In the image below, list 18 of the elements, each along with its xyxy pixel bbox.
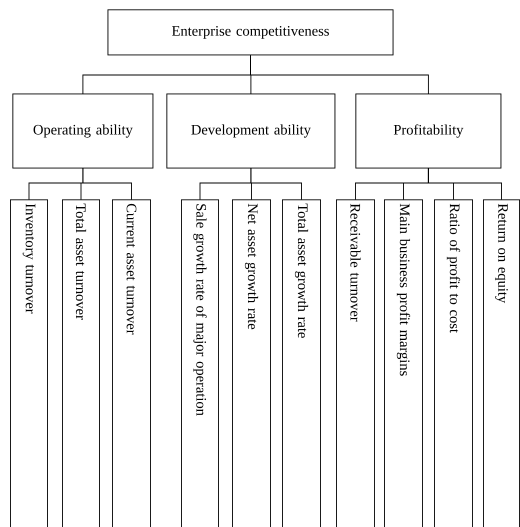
indicator-box: Receivable turnover — [336, 199, 375, 527]
indicator-box: Total asset turnover — [62, 199, 100, 527]
connector-line — [250, 54, 429, 94]
goal-box: Enterprise competitiveness — [108, 9, 394, 56]
indicator-box: Return on equity — [483, 199, 520, 527]
indicator-box: Sale growth rate of major operation — [181, 199, 219, 527]
connector-line — [428, 168, 502, 200]
indicator-box: Total asset growth rate — [282, 199, 321, 527]
category-box: Operating ability — [12, 94, 154, 168]
category-box: Profitability — [355, 94, 502, 168]
indicator-box: Ratio of profit to cost — [434, 199, 473, 527]
indicator-box: Current asset turnover — [112, 199, 151, 527]
indicator-box: Inventory turnover — [10, 199, 48, 527]
category-box: Development ability — [166, 94, 336, 168]
connector-line — [250, 168, 302, 200]
indicator-box: Main business profit margins — [384, 199, 423, 527]
indicator-box: Net asset growth rate — [232, 199, 271, 527]
connector-line — [82, 168, 132, 200]
